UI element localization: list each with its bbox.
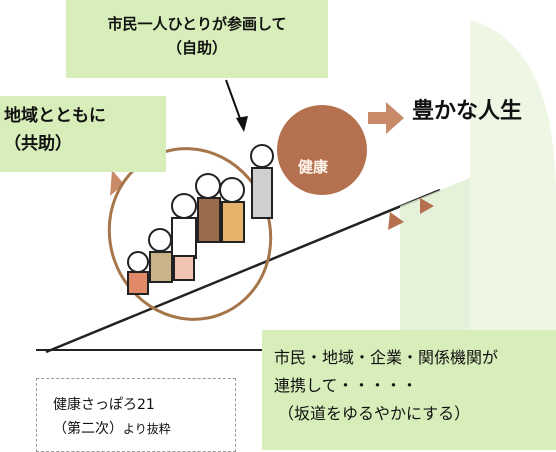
mutual-help-line2: （共助） <box>4 134 72 154</box>
people-group-icon <box>127 144 274 295</box>
pointer-arrow-icon <box>236 116 248 132</box>
cooperation-line1: 市民・地域・企業・関係機関が <box>274 348 499 367</box>
pointer-line <box>225 79 243 125</box>
source-line1: 健康さっぽろ21 <box>53 397 155 413</box>
small-arrow-icon <box>110 170 124 196</box>
goal-arrow-icon <box>368 102 404 134</box>
slope-mark-1 <box>388 212 404 230</box>
cooperation-callout: 市民・地域・企業・関係機関が 連携して・・・・・ （坂道をゆるやかにする） <box>262 330 556 450</box>
source-line2: （第二次）より抜粋 <box>53 417 235 441</box>
background-shape <box>470 20 556 330</box>
cooperation-line2: 連携して・・・・・ <box>274 376 418 395</box>
cooperation-line3: （坂道をゆるやかにする） <box>278 404 471 423</box>
slope-shadow <box>400 178 470 330</box>
self-help-line2: （自助） <box>166 39 227 57</box>
health-ball-label: 健康 <box>298 158 329 176</box>
self-help-callout: 市民一人ひとりが参画して （自助） <box>66 0 328 78</box>
mutual-help-line1: 地域とともに <box>4 106 106 126</box>
source-line2-main: （第二次） <box>53 421 123 437</box>
source-line2-small: より抜粋 <box>123 422 171 436</box>
goal-label: 豊かな人生 <box>412 99 523 124</box>
source-note: 健康さっぽろ21 （第二次）より抜粋 <box>36 378 236 452</box>
health-ball <box>277 105 367 195</box>
incline-slope <box>45 188 441 354</box>
mutual-help-callout: 地域とともに （共助） <box>0 96 166 172</box>
slope-mark-2 <box>420 198 434 214</box>
self-help-line1: 市民一人ひとりが参画して <box>107 15 287 33</box>
